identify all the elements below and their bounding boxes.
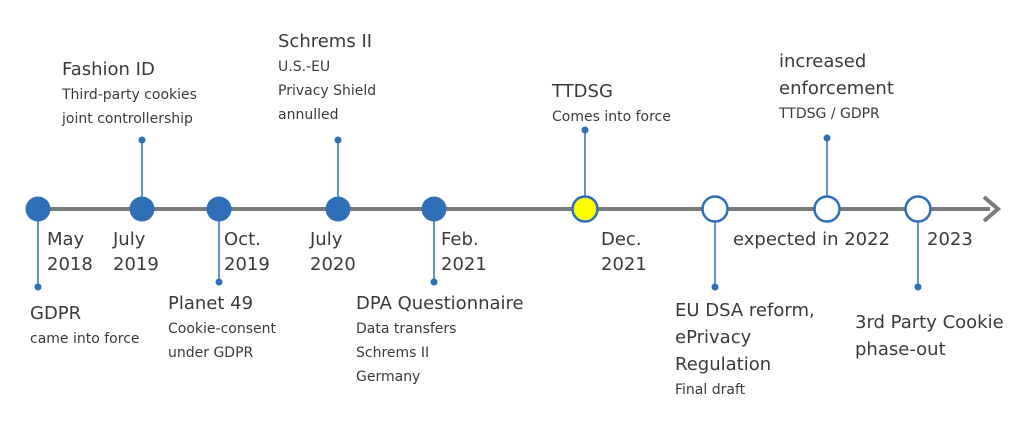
connector-dot-ttdsg	[581, 126, 589, 134]
event-dpa-questionnaire: DPA Questionnaire Data transfers Schrems…	[356, 293, 524, 385]
marker-gdpr	[25, 196, 51, 222]
date-dpa-questionnaire: Feb.2021	[441, 229, 487, 275]
connector-dot-eu-dsa	[711, 283, 719, 291]
marker-cookie-phaseout	[904, 195, 932, 223]
connector-dot-enforcement	[823, 134, 831, 142]
marker-enforcement	[813, 195, 841, 223]
connector-dot-gdpr	[34, 283, 42, 291]
marker-dpa-questionnaire	[421, 196, 447, 222]
date-cookie-phaseout: 2023	[927, 229, 973, 250]
event-planet-49: Planet 49 Cookie-consent under GDPR	[168, 293, 276, 361]
marker-ttdsg	[571, 195, 599, 223]
event-cookie-phaseout: 3rd Party Cookie phase-out	[855, 312, 1004, 360]
marker-planet-49	[206, 196, 232, 222]
event-fashion-id: Fashion ID Third-party cookies joint con…	[62, 59, 197, 127]
date-ttdsg: Dec.2021	[601, 229, 647, 275]
connector-dot-schrems-ii	[334, 136, 342, 144]
connector-dot-planet-49	[215, 278, 223, 286]
marker-schrems-ii	[325, 196, 351, 222]
event-schrems-ii: Schrems II U.S.-EU Privacy Shield annull…	[278, 31, 377, 123]
date-enforcement: expected in 2022	[733, 229, 891, 250]
date-planet-49: Oct.2019	[224, 229, 270, 275]
marker-fashion-id	[129, 196, 155, 222]
event-gdpr: GDPR came into force	[30, 303, 140, 347]
timeline-arrowhead	[982, 195, 1002, 223]
event-eu-dsa: EU DSA reform, ePrivacy Regulation Final…	[675, 300, 815, 398]
event-ttdsg: TTDSG Comes into force	[552, 81, 671, 125]
event-enforcement: increased enforcement TTDSG / GDPR	[779, 51, 894, 122]
connector-dot-fashion-id	[138, 136, 146, 144]
connector-dot-dpa-questionnaire	[430, 278, 438, 286]
connector-dot-cookie-phaseout	[914, 283, 922, 291]
marker-eu-dsa	[701, 195, 729, 223]
